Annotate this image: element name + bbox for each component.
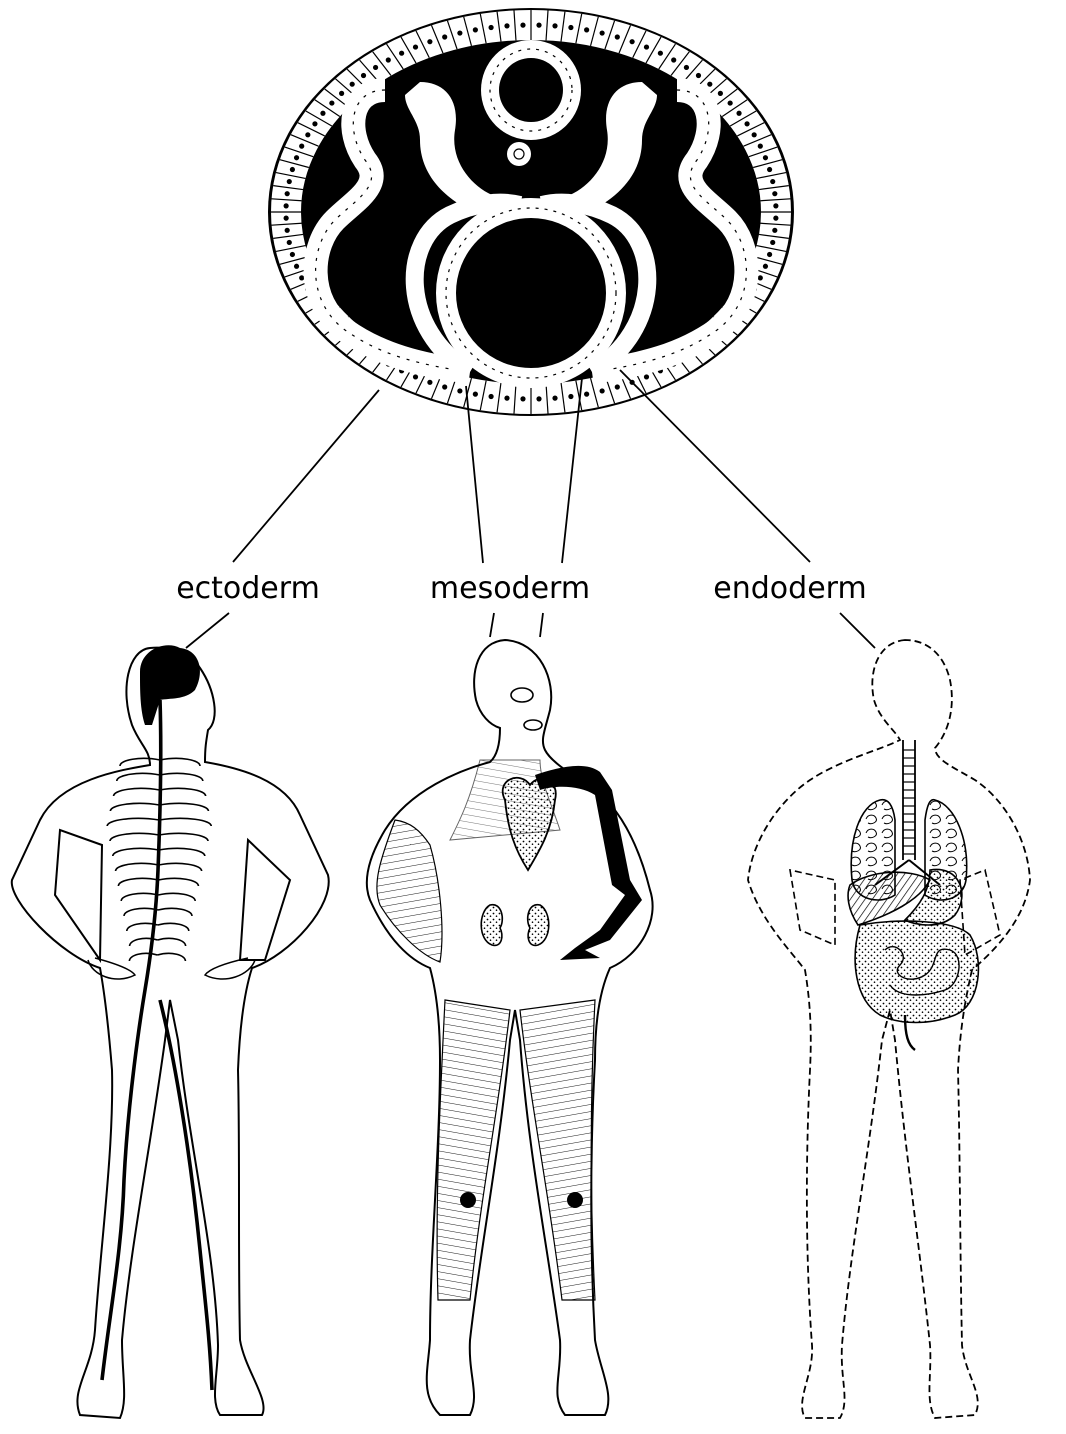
mesoderm-figure (367, 640, 653, 1415)
endoderm-body-outline (748, 640, 1030, 1418)
ectoderm-body-outline (12, 648, 329, 1418)
intestines (855, 921, 978, 1022)
ectoderm-label: ectoderm (176, 571, 320, 606)
kidney-left (481, 905, 502, 946)
mesoderm-connector-lower-right (540, 613, 543, 637)
heart-shape (503, 778, 556, 870)
brain-shape (140, 645, 200, 725)
embryo-cross-section (268, 8, 794, 416)
ectoderm-connector-upper (233, 390, 379, 562)
endoderm-connector-upper (620, 370, 810, 562)
kidney-right (528, 905, 549, 946)
ectoderm-figure (12, 645, 329, 1418)
mesoderm-body-outline (367, 640, 653, 1415)
ectoderm-connector-lower (186, 613, 229, 648)
spinal-cord (102, 700, 161, 1380)
endoderm-label: endoderm (713, 571, 866, 606)
mesoderm-connector-lower-left (490, 613, 494, 637)
mesoderm-label: mesoderm (430, 571, 590, 606)
endoderm-figure (748, 640, 1030, 1418)
mesoderm-connector-upper-left (466, 386, 483, 563)
endoderm-connector-lower (840, 613, 875, 648)
